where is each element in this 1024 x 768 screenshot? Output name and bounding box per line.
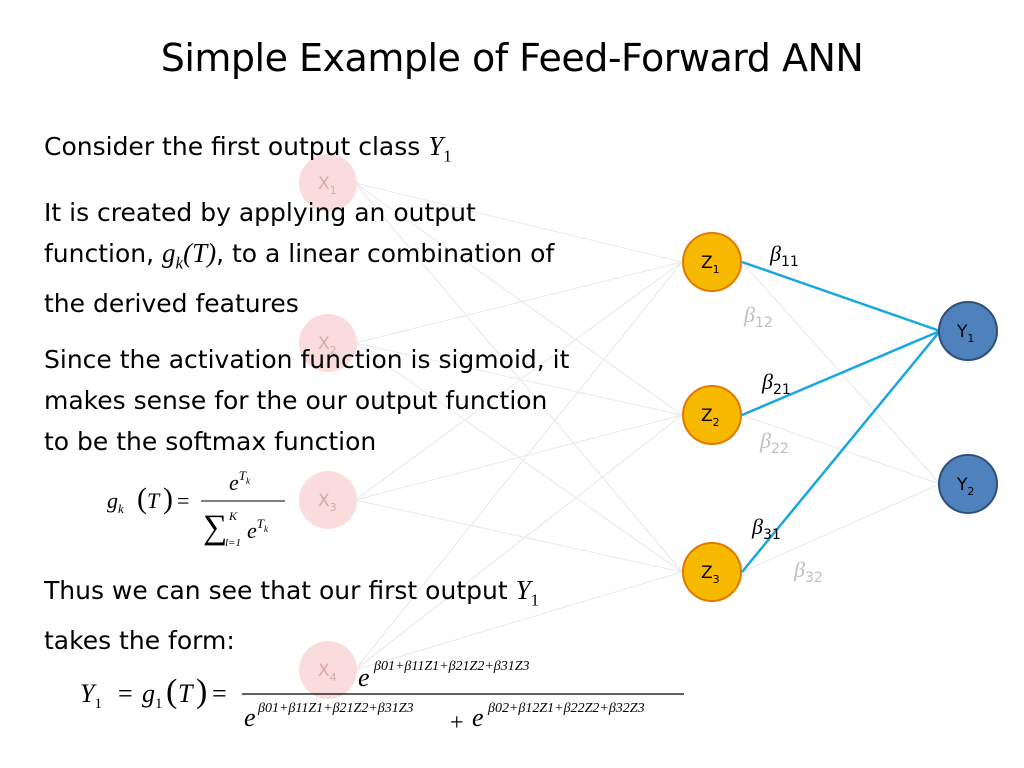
svg-text:+: + (450, 710, 464, 736)
input-node-x1: X1 (299, 154, 357, 212)
weight-beta-31: β31 (751, 514, 781, 543)
svg-text:eTk: eTk (229, 468, 251, 495)
edge-x3-z2 (354, 414, 683, 501)
svg-text:(: ( (137, 482, 147, 515)
paragraph-first-output: Consider the first output class Y1 (44, 131, 452, 166)
slide-title: Simple Example of Feed-Forward ANN (160, 36, 864, 80)
input-node-x4-label: X4 (318, 661, 337, 684)
input-node-x3: X3 (299, 471, 357, 529)
svg-text:=: = (118, 679, 133, 708)
hidden-node-z1: Z1 (682, 232, 742, 292)
edge-x4-z1 (354, 261, 683, 671)
edge-z2-y1 (741, 329, 941, 417)
hidden-y2-edges (741, 261, 941, 573)
paragraph-softmax: Since the activation function is sigmoid… (44, 345, 570, 456)
svg-text:l=1: l=1 (225, 537, 241, 549)
edge-x4-z3 (354, 571, 683, 671)
edge-x2-z1 (354, 261, 683, 344)
svg-text:T: T (178, 679, 194, 708)
hidden-node-z2: Z2 (682, 385, 742, 445)
svg-text:): ) (163, 482, 173, 515)
svg-text:): ) (196, 673, 207, 710)
output-formula: Y1 = g1 ( T ) = e β01+β11Z1+β21Z2+β31Z3 … (80, 659, 684, 736)
svg-text:e: e (244, 703, 256, 732)
edge-z3-y1 (741, 330, 941, 573)
softmax-formula: gk ( T ) = eTk ∑ K l=1 eTk (107, 468, 285, 549)
input-hidden-edges (354, 182, 683, 671)
edge-z1-y1 (741, 260, 941, 333)
paragraph-output-function: It is created by applying an output func… (44, 198, 555, 319)
edge-x2-z2 (354, 342, 683, 416)
input-node-x3-label: X3 (318, 491, 337, 514)
y1-symbol-2: Y1 (515, 575, 540, 610)
svg-text:e: e (472, 703, 484, 732)
input-node-x4: X4 (299, 641, 357, 699)
input-node-x2-label: X2 (318, 334, 337, 357)
hidden-node-z3-label: Z3 (701, 563, 720, 586)
svg-text:e: e (358, 663, 370, 692)
svg-text:∑: ∑ (203, 509, 227, 546)
gk-symbol: gk(T) (162, 238, 217, 273)
edge-x3-z1 (354, 261, 683, 501)
hidden-y1-edges (741, 260, 941, 573)
svg-text:Y1: Y1 (80, 679, 102, 712)
output-node-y1: Y1 (938, 301, 998, 361)
edge-x3-z3 (354, 499, 683, 573)
paragraph-first-output-form: Thus we can see that our first output Y1… (44, 575, 540, 656)
edge-x1-z2 (354, 182, 683, 416)
output-node-y1-label: Y1 (956, 322, 974, 345)
weight-beta-22: β22 (759, 428, 789, 457)
edge-x1-z1 (354, 182, 683, 263)
weight-beta-11: β11 (769, 241, 799, 270)
svg-text:β01+β11Z1+β21Z2+β31Z3: β01+β11Z1+β21Z2+β31Z3 (373, 659, 530, 674)
weight-beta-12: β12 (743, 302, 773, 331)
input-node-x1-label: X1 (318, 174, 337, 197)
svg-text:=: = (177, 488, 189, 513)
hidden-node-z2-label: Z2 (701, 406, 720, 429)
weight-beta-32: β32 (793, 557, 823, 586)
edge-x4-z2 (354, 414, 683, 671)
edge-z3-y2 (741, 483, 941, 573)
svg-text:g1: g1 (142, 679, 163, 712)
svg-text:gk: gk (107, 488, 124, 516)
svg-text:(: ( (166, 673, 177, 710)
svg-text:eTk: eTk (247, 516, 269, 543)
hidden-node-z3: Z3 (682, 542, 742, 602)
svg-text:=: = (212, 679, 227, 708)
y1-symbol: Y1 (428, 131, 452, 166)
hidden-node-z1-label: Z1 (701, 253, 720, 276)
svg-text:β01+β11Z1+β21Z2+β31Z3: β01+β11Z1+β21Z2+β31Z3 (257, 701, 414, 716)
svg-text:K: K (228, 509, 238, 523)
svg-text:β02+β12Z1+β22Z2+β32Z3: β02+β12Z1+β22Z2+β32Z3 (487, 701, 645, 716)
edge-x1-z3 (354, 182, 683, 573)
edge-z2-y2 (741, 414, 941, 485)
weight-beta-21: β21 (761, 369, 791, 398)
output-node-y2: Y2 (938, 454, 998, 514)
svg-text:T: T (147, 488, 161, 513)
output-node-y2-label: Y2 (956, 475, 974, 498)
input-node-x2: X2 (299, 314, 357, 372)
